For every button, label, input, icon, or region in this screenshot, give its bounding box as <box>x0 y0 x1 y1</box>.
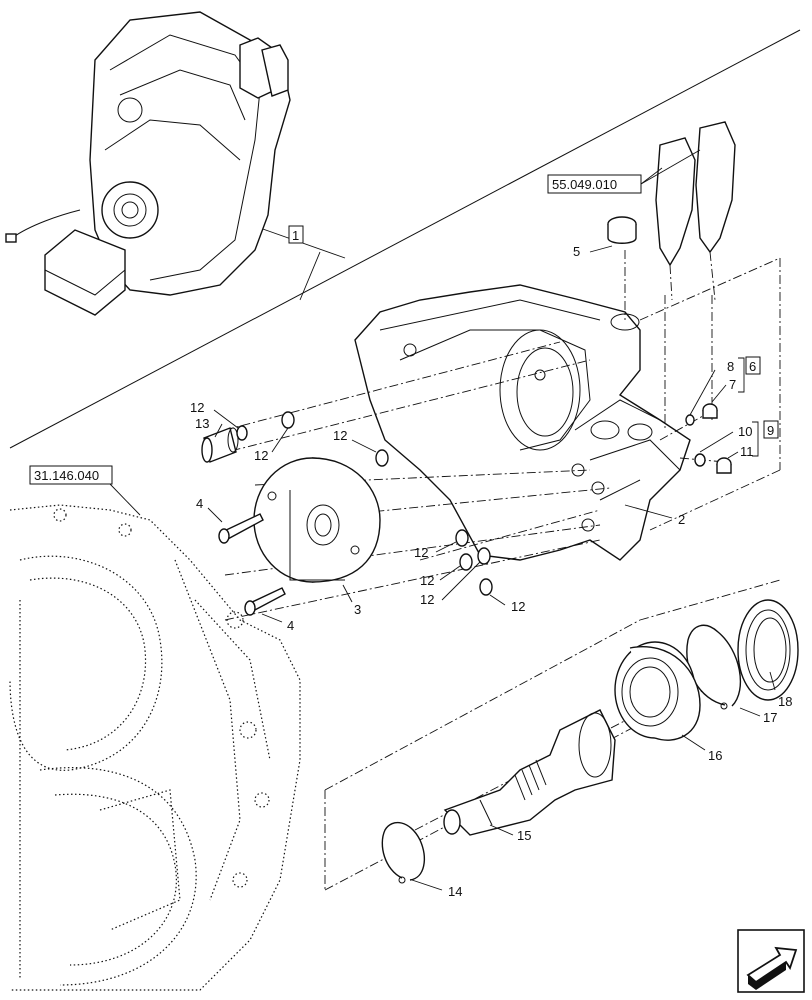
leader-14 <box>411 879 443 891</box>
bracket-6 <box>738 357 745 393</box>
leader-2 <box>624 504 673 519</box>
o-ring-part-10 <box>694 453 706 467</box>
leader-16 <box>681 734 706 751</box>
callout-5: 5 <box>573 244 580 259</box>
leader-7 <box>711 384 727 403</box>
navigation-arrow-icon[interactable] <box>737 929 805 993</box>
leader-3 <box>342 584 353 603</box>
leader-17 <box>739 707 761 717</box>
leader-12f <box>441 561 481 601</box>
ref-31146040-label: 31.146.040 <box>34 468 99 483</box>
callout-16: 16 <box>708 748 722 763</box>
leader-55049010-a <box>640 167 663 185</box>
transmission-assembly-thumbnail <box>5 11 291 316</box>
leader-31146040 <box>109 483 141 516</box>
plug-part-7 <box>702 403 718 419</box>
leader-11 <box>727 451 739 459</box>
housing-part-2 <box>354 284 691 561</box>
cover-plate-part-3 <box>253 457 381 583</box>
leader-13 <box>214 423 223 438</box>
leader-5 <box>589 245 613 253</box>
o-rings-part-12 <box>236 411 493 596</box>
callout-12g: 12 <box>511 599 525 614</box>
callout-18: 18 <box>778 694 792 709</box>
callout-7: 7 <box>729 377 736 392</box>
callout-4b: 4 <box>287 618 294 633</box>
ref-box-31146040 <box>29 465 113 485</box>
ref-55049010-label: 55.049.010 <box>552 177 617 192</box>
callout-11: 11 <box>740 444 754 459</box>
ref-box-1 <box>288 225 304 244</box>
seal-part-18 <box>737 599 799 701</box>
leader-12e <box>439 565 461 581</box>
callout-13: 13 <box>195 416 209 431</box>
callout-12f: 12 <box>420 592 434 607</box>
leader-12g <box>489 594 506 606</box>
leader-4a <box>207 507 223 523</box>
ref-1-label: 1 <box>292 228 299 243</box>
callout-17: 17 <box>763 710 777 725</box>
plug-part-11 <box>716 457 732 474</box>
callout-4a: 4 <box>196 496 203 511</box>
bolt-part-4a <box>218 513 264 544</box>
callout-12c: 12 <box>333 428 347 443</box>
transmission-case-outline <box>9 504 301 991</box>
shaft-part-15 <box>443 709 616 836</box>
leader-12a <box>213 409 239 429</box>
leader-4b <box>261 613 283 623</box>
solenoid-valves <box>655 121 736 301</box>
callout-3: 3 <box>354 602 361 617</box>
leader-12c <box>351 439 377 453</box>
ref-box-9 <box>763 420 779 439</box>
bracket-9 <box>752 421 759 457</box>
callout-12e: 12 <box>420 573 434 588</box>
callout-14: 14 <box>448 884 462 899</box>
callout-12d: 12 <box>414 545 428 560</box>
snap-ring-part-14 <box>381 821 426 884</box>
callout-10: 10 <box>738 424 752 439</box>
callout-12b: 12 <box>254 448 268 463</box>
bearing-part-16 <box>614 641 701 741</box>
section-divider-line <box>9 29 801 449</box>
callout-15: 15 <box>517 828 531 843</box>
leader-10 <box>699 431 734 453</box>
leader-55049010-b <box>640 149 701 185</box>
bolt-part-4b <box>244 587 286 616</box>
ref-box-6 <box>745 356 761 375</box>
leader-12b <box>271 427 289 453</box>
callout-12a: 12 <box>190 400 204 415</box>
leader-ref-1b <box>299 251 321 301</box>
sleeve-part-13 <box>201 427 239 463</box>
plug-part-5 <box>607 216 637 244</box>
callout-8: 8 <box>727 359 734 374</box>
leader-15 <box>489 824 514 836</box>
o-ring-part-8 <box>685 414 695 426</box>
ref-6-label: 6 <box>749 359 756 374</box>
leader-8 <box>689 369 716 416</box>
ref-9-label: 9 <box>767 423 774 438</box>
leader-12d <box>435 541 457 553</box>
leader-18 <box>769 671 776 691</box>
callout-2: 2 <box>678 512 685 527</box>
